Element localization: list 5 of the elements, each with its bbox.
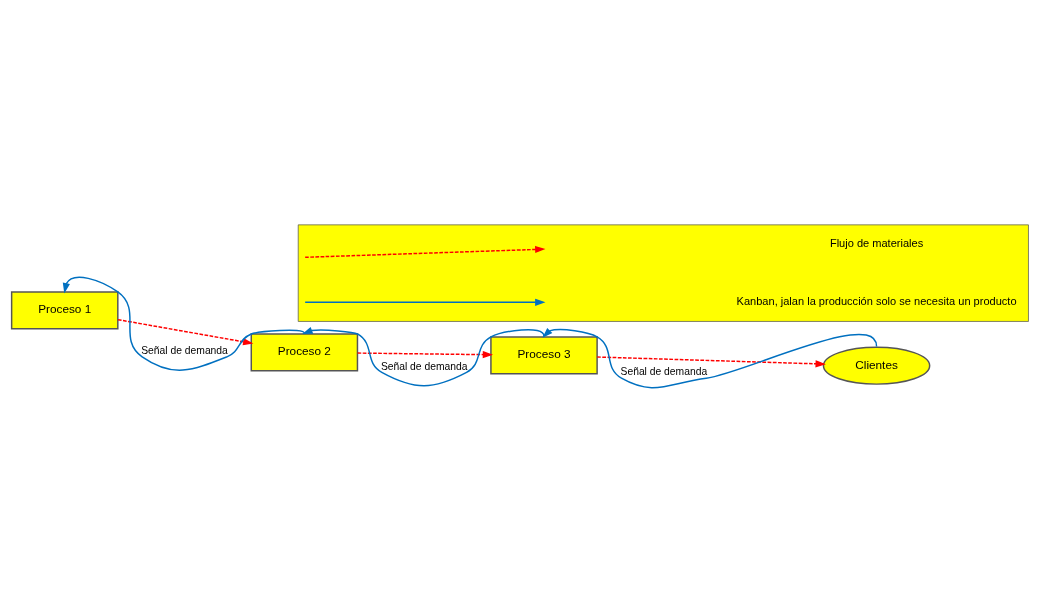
legend-label: Kanban, jalan la producción solo se necesita un producto [736, 294, 1017, 307]
edge-label: Señal de demanda [380, 360, 468, 372]
edge-label: Señal de demanda [620, 366, 708, 378]
legend-label: Flujo de materiales [829, 236, 924, 249]
edge-label: Señal de demanda [141, 345, 228, 357]
